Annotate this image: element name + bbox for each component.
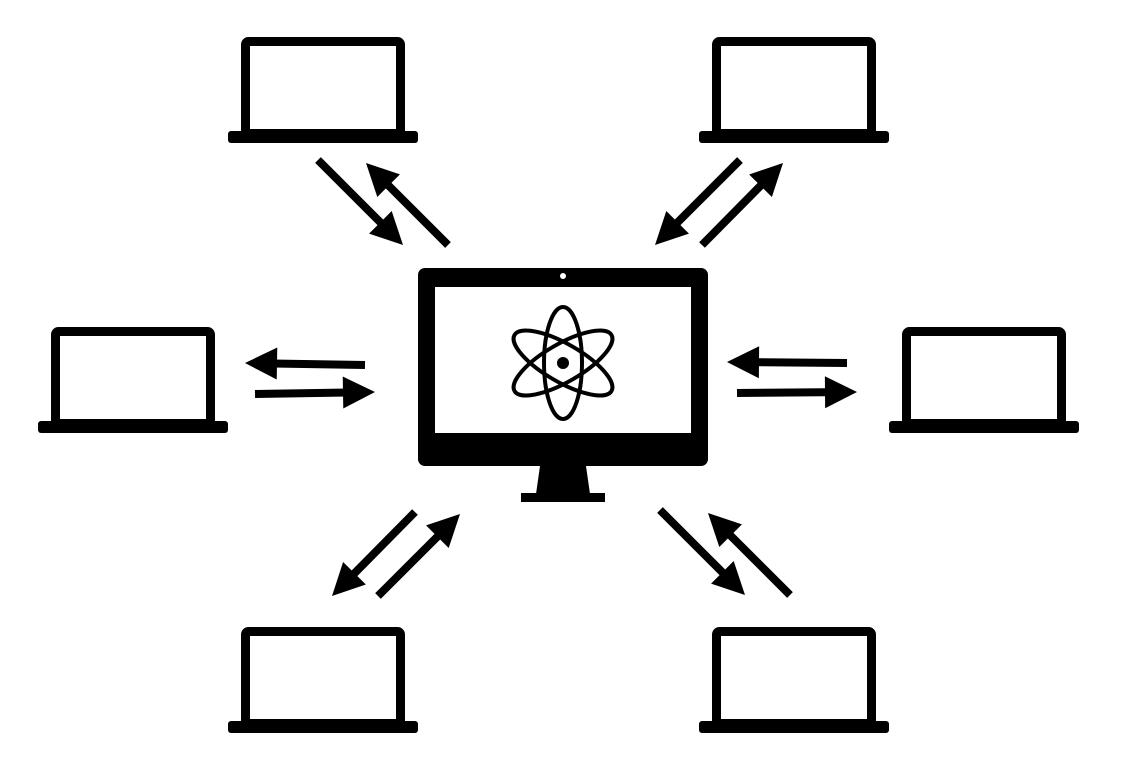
arrow-head [655, 211, 689, 245]
laptop-screen [712, 37, 876, 138]
laptop-base [38, 421, 228, 433]
arrow-head [245, 347, 278, 380]
laptop-bottom-left [228, 627, 418, 733]
arrow-shaft [343, 509, 418, 585]
arrow-shaft [264, 359, 366, 369]
arrow-head [749, 163, 783, 198]
laptop-screen [241, 627, 405, 728]
laptop-screen [712, 627, 876, 728]
arrow-bottom-left-in [375, 514, 460, 599]
arrow-top-left-in [315, 157, 403, 245]
arrow-top-right-out [699, 163, 783, 248]
arrow-shaft [666, 157, 743, 234]
arrow-shaft [254, 388, 356, 398]
arrow-shaft [315, 157, 392, 234]
arrow-shaft [375, 525, 449, 599]
laptop-screen [51, 327, 215, 428]
arrow-bottom-left-out [332, 509, 418, 596]
atom-nucleus [557, 357, 569, 369]
arrow-head [366, 163, 400, 197]
arrow-bottom-right-out [657, 507, 745, 595]
arrow-top-right-in [655, 157, 743, 245]
arrow-bottom-right-in [708, 513, 793, 598]
arrow-shaft [657, 507, 734, 584]
arrow-head [332, 561, 366, 596]
camera-dot [560, 273, 566, 279]
atom-orbit-left [511, 328, 615, 398]
laptop-base [699, 131, 889, 143]
arrow-right-out [727, 346, 848, 379]
laptop-left [38, 327, 228, 433]
arrow-head [426, 514, 460, 548]
arrows [245, 157, 857, 599]
laptop-bottom-right [699, 627, 889, 733]
atom-orbit-right [511, 328, 615, 398]
arrow-left-out [245, 347, 366, 380]
arrow-shaft [746, 358, 848, 367]
laptop-base [228, 721, 418, 733]
laptop-base [228, 131, 418, 143]
laptops [38, 37, 1079, 733]
arrow-left-in [254, 376, 375, 409]
laptop-base [889, 421, 1079, 433]
monitor-base [521, 493, 605, 502]
arrow-shaft [736, 388, 838, 397]
laptop-base [699, 721, 889, 733]
arrow-head [824, 376, 857, 409]
laptop-top-left [228, 37, 418, 143]
laptop-right [889, 327, 1079, 433]
central-monitor [418, 268, 708, 502]
arrow-shaft [377, 174, 451, 248]
laptop-screen [902, 327, 1066, 428]
monitor-stand [536, 466, 590, 494]
arrow-head [708, 513, 742, 547]
arrow-right-in [736, 376, 857, 409]
laptop-top-right [699, 37, 889, 143]
atom-orbit-vertical [542, 305, 584, 421]
arrow-head [727, 346, 760, 379]
arrow-top-left-out [366, 163, 451, 248]
arrow-head [369, 211, 403, 245]
arrow-head [342, 376, 375, 409]
arrow-head [711, 561, 745, 595]
laptop-screen [241, 37, 405, 138]
arrow-shaft [699, 174, 772, 248]
atom-icon [511, 305, 615, 421]
arrow-shaft [719, 524, 793, 598]
